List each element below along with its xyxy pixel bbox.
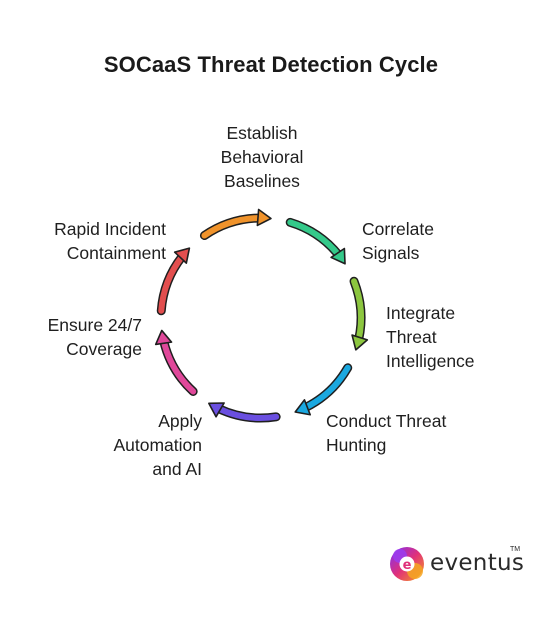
cycle-arrowhead-establish	[330, 247, 346, 265]
cycle-arrow-integrate	[302, 364, 351, 411]
cycle-arrowhead-correlate	[351, 334, 369, 351]
logo-trademark: TM	[510, 546, 521, 553]
cycle-arrow-automation	[160, 337, 197, 395]
eventus-logo: e eventus TM	[388, 544, 525, 588]
cycle-arrowhead-coverage	[173, 247, 191, 264]
eventus-logo-mark-icon: e	[390, 547, 424, 581]
cycle-arrowhead-containment	[256, 208, 272, 227]
cycle-arrowhead-integrate	[294, 399, 312, 416]
cycle-arrow-establish	[287, 219, 342, 259]
svg-text:e: e	[403, 558, 412, 573]
logo-wordmark: eventus	[430, 550, 525, 576]
cycle-arrow-containment	[201, 215, 264, 239]
cycle-arrow-correlate	[350, 278, 364, 343]
cycle-arrowhead-hunting	[208, 402, 225, 418]
cycle-arrow-hunting	[215, 405, 280, 421]
cycle-arrow-coverage	[158, 253, 186, 314]
cycle-arrowhead-automation	[154, 329, 173, 346]
diagram-title: SOCaaS Threat Detection Cycle	[103, 52, 439, 77]
